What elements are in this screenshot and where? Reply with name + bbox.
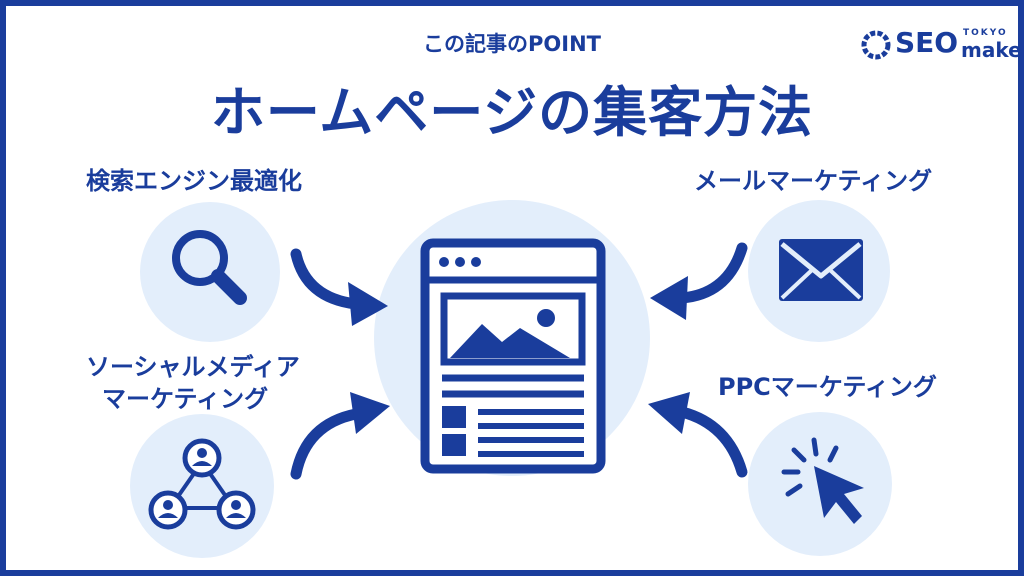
social-circle: [130, 414, 274, 558]
arrow-ppc-to-center: [648, 392, 748, 478]
search-icon: [172, 230, 247, 305]
method-label-email: メールマーケティング: [694, 167, 933, 195]
method-label-social-1: ソーシャルメディア: [86, 353, 300, 381]
arrow-social-to-center: [290, 392, 390, 480]
arrow-seo-to-center: [290, 248, 388, 326]
cursor-click-icon: [781, 437, 864, 524]
seo-circle: [140, 202, 280, 342]
method-label-social-2: マーケティング: [102, 385, 269, 413]
person-node-left: [148, 490, 188, 530]
email-icon: [779, 239, 863, 301]
method-label-ppc: PPCマーケティング: [718, 373, 937, 401]
article-point-label: この記事のPOINT: [423, 32, 601, 56]
person-node-top: [182, 438, 222, 478]
arrows-layer: [290, 242, 748, 480]
social-network-icon: [148, 438, 256, 530]
method-label-seo: 検索エンジン最適化: [86, 167, 302, 195]
webpage-icon: [420, 238, 606, 474]
logo-ring-icon: [861, 30, 891, 60]
person-node-right: [216, 490, 256, 530]
page-title: ホームページの集客方法: [210, 81, 814, 144]
logo-maker-text: maker: [961, 38, 1024, 62]
logo-seo-text: SEO: [895, 26, 959, 59]
arrow-email-to-center: [650, 242, 748, 320]
logo-tokyo-text: TOKYO: [963, 28, 1008, 38]
